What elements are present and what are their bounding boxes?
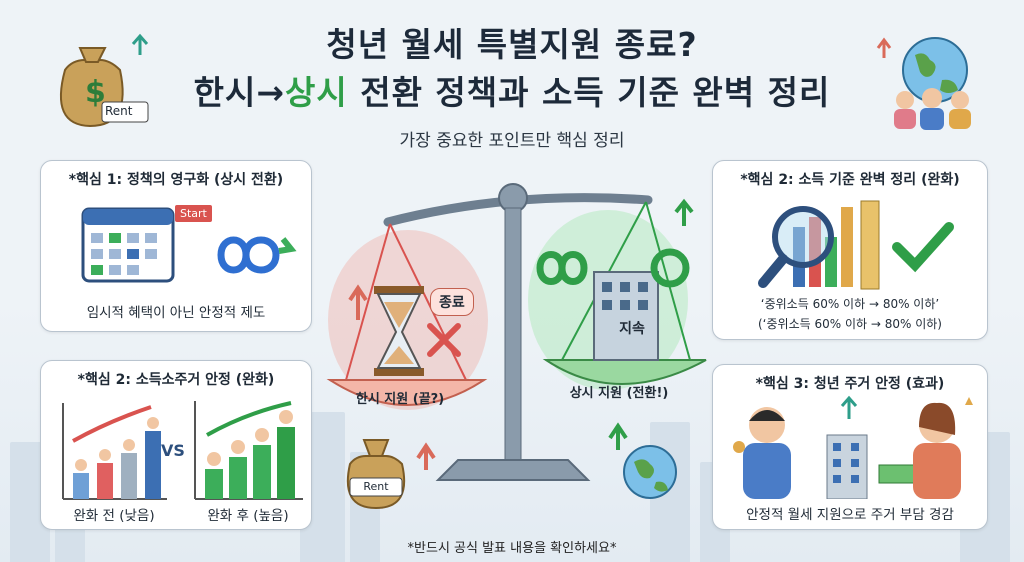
left-pan-label: 한시 지원 (끝?) [355,392,445,407]
money-bag-bottom-icon [346,439,406,510]
card-income-title: *핵심 2: 소득소주거 안정 (완화) [77,372,275,388]
criteria-line2: (‘중위소득 60% 이하 → 80% 이하) [758,317,942,331]
rent-tag-top: Rent [105,104,133,118]
title-part-temporary: 한시→ [193,73,285,112]
criteria-line1: ‘중위소득 60% 이하 → 80% 이하’ [760,297,940,311]
bar-growth-before-icon [62,403,167,500]
title-part-rest: 전환 정책과 소득 기준 완벽 정리 [347,73,831,112]
card-policy-caption: 임시적 혜택이 아닌 안정적 제도 [86,305,266,321]
card-income-stability: *핵심 2: 소득소주거 안정 (완화) VS 완화 전 (낮음) 완화 후 (… [40,360,312,530]
card-housing-title: *핵심 3: 청년 주거 안정 (효과) [755,376,945,392]
money-bag-rent-icon: $ [59,33,149,128]
caption-before: 완화 전 (낮음) [73,508,155,524]
card-policy-title: *핵심 1: 정책의 영구화 (상시 전환) [68,172,284,188]
page-title-line2: 한시→상시 전환 정책과 소득 기준 완벽 정리 [0,66,1024,114]
caption-after: 완화 후 (높음) [207,508,289,524]
calendar-icon [81,207,175,283]
infinity-loop-icon [217,236,297,274]
magnifier-chart-check-icon [758,200,954,290]
card-policy-permanent: *핵심 1: 정책의 영구화 (상시 전환) Start 임시적 혜택이 아닌 … [40,160,312,332]
card-criteria-title: *핵심 2: 소득 기준 완벽 정리 (완화) [740,172,960,188]
happy-tenants-icon [733,395,973,499]
svg-text:$: $ [85,75,106,110]
globe-bottom-icon [623,445,677,499]
right-pan-label: 상시 지원 (전환!) [569,386,669,401]
page-subtitle: 가장 중요한 포인트만 핵심 정리 [399,131,625,151]
end-speech-bubble: 종료 [430,288,474,316]
title-part-permanent: 상시 [285,73,348,112]
card-income-criteria: *핵심 2: 소득 기준 완벽 정리 (완화) ‘중위소득 60% 이하 → 8… [712,160,988,340]
start-flag: Start [175,205,212,222]
rent-tag-bottom: Rent [363,480,389,493]
vs-label: VS [161,441,185,460]
page-title-line1: 청년 월세 특별지원 종료? [326,25,698,64]
globe-people-icon [876,37,971,130]
card-housing-caption: 안정적 월세 지원으로 주거 부담 경감 [746,507,954,523]
card-housing-effect: *핵심 3: 청년 주거 안정 (효과) 안정적 월세 지원으로 주거 부담 경… [712,364,988,530]
footer-note: *반드시 공식 발표 내용을 확인하세요* [407,541,617,556]
balance-scale-illustration [326,183,707,481]
building-label: 지속 [619,321,645,337]
bar-growth-after-icon [194,401,303,500]
